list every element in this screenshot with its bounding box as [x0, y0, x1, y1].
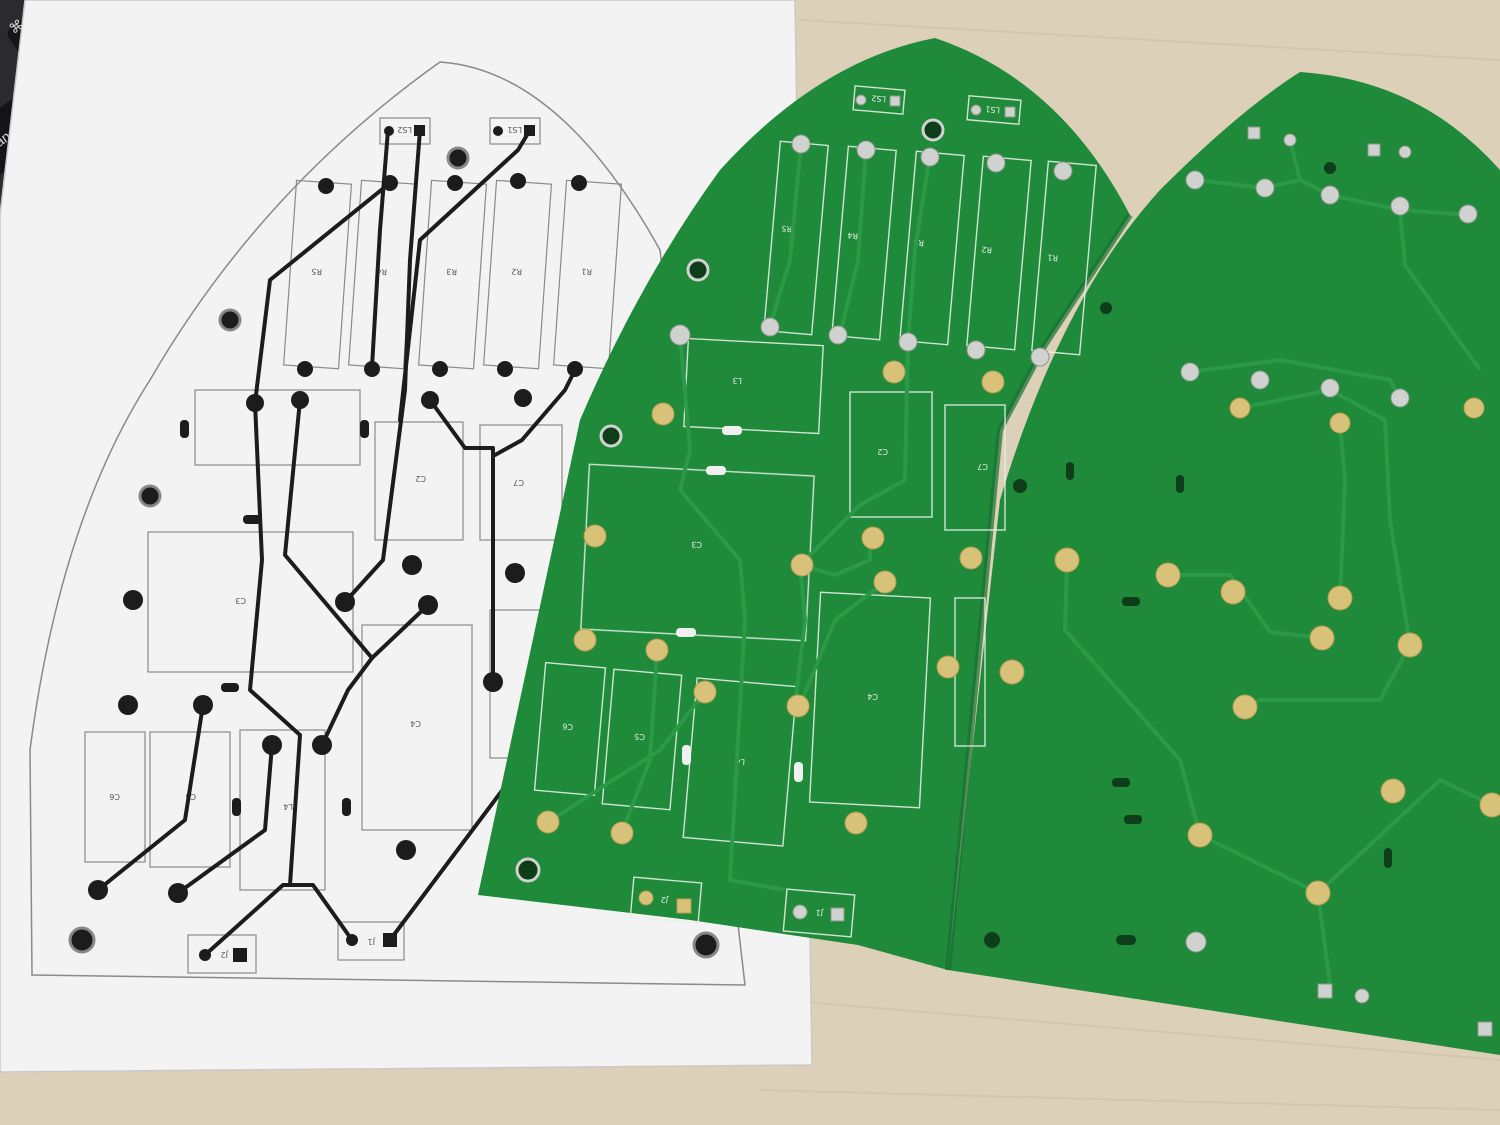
desk-grain — [759, 19, 1500, 1111]
print-pads — [88, 125, 587, 962]
print-label-c2: C2 — [415, 474, 426, 483]
pcb-label-r4: R4 — [847, 231, 858, 241]
pcb-front-traces — [546, 143, 932, 892]
pcb-back-pads-gold — [999, 397, 1500, 906]
print-label-c3: C3 — [235, 596, 246, 605]
print-label-ls1: LS1 — [507, 125, 522, 134]
print-label-r4: R4 — [376, 267, 387, 277]
pcb-label-l3: L3 — [732, 376, 742, 385]
print-traces — [96, 128, 577, 957]
pcb-label-r3: R3 — [913, 238, 924, 248]
pcb-front-pads-gold — [536, 360, 1005, 914]
pcb-board-back — [948, 72, 1500, 1055]
pcb-board-front: R5 R4 R3 R2 R1 L3 C2 C7 C3 C4 C6 C5 L4 J… — [478, 38, 1133, 971]
pcb-label-c2: C2 — [877, 447, 888, 456]
pcb-label-r1: R1 — [1047, 253, 1058, 263]
board-outline-print — [29, 61, 746, 986]
pcb-label-c3: C3 — [691, 540, 702, 550]
pcb-label-r2: R2 — [981, 245, 992, 255]
print-label-ls2: LS2 — [397, 125, 412, 134]
pcb-front-holes — [515, 118, 945, 883]
print-holes — [68, 146, 720, 959]
pcb-label-r5: R5 — [781, 224, 792, 234]
pcb-front-substrate — [478, 38, 1130, 970]
pcb-label-ls2: LS2 — [871, 93, 886, 103]
pcb-back-pads-silver — [1180, 126, 1493, 1037]
print-label-r3: R3 — [446, 267, 457, 277]
pcb-label-c7: C7 — [977, 462, 988, 471]
print-label-c7: C7 — [513, 478, 524, 487]
print-label-c4: C4 — [410, 719, 421, 728]
pcb-label-c6: C6 — [562, 722, 573, 732]
pcb-front-labels: R5 R4 R3 R2 R1 L3 C2 C7 C3 C4 C6 C5 L4 J… — [562, 93, 1058, 917]
print-label-l4: L4 — [283, 802, 293, 811]
print-label-j1: J1 — [368, 937, 376, 946]
pcb-label-j2: J2 — [660, 895, 669, 905]
pcb-label-c4: C4 — [867, 692, 878, 702]
pcb-label-c5: C5 — [634, 732, 645, 742]
pcb-label-j1: J1 — [815, 908, 824, 918]
pcb-front-pads-silver — [669, 94, 1073, 922]
pcb-label-l4: L4 — [735, 757, 745, 767]
pcb-front-edge-shadow — [945, 213, 1133, 971]
print-label-r5: R5 — [311, 267, 322, 277]
print-label-r2: R2 — [511, 267, 522, 277]
print-label-j2: J2 — [221, 950, 229, 959]
print-label-c6: C6 — [109, 792, 120, 801]
print-label-r1: R1 — [581, 267, 592, 277]
pcb-label-ls1: LS1 — [985, 104, 1000, 114]
pcb-back-substrate — [948, 72, 1500, 1055]
pcb-back-holes — [984, 162, 1392, 948]
